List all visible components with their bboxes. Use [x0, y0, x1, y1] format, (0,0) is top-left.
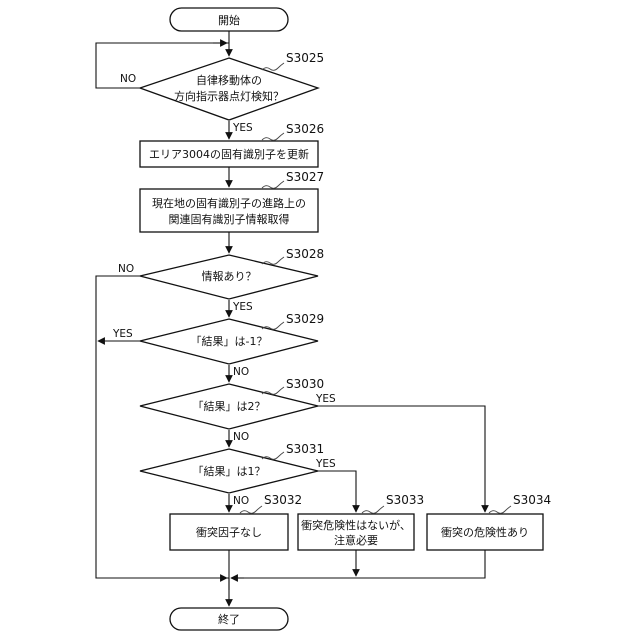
decision-s3030-label: 「結果」は2？ [193, 399, 266, 413]
step-label-s3031: S3031 [286, 442, 324, 456]
process-s3033: 衝突危険性はないが、 注意必要 [298, 514, 414, 550]
branch-no-3031: NO [233, 495, 249, 507]
flow-line [231, 550, 485, 578]
process-s3033-line1: 衝突危険性はないが、 [301, 518, 411, 532]
process-s3034-label: 衝突の危険性あり [441, 525, 529, 539]
decision-s3031-label: 「結果」は1？ [193, 464, 266, 478]
decision-s3029-label: 「結果」は-1？ [191, 334, 268, 348]
end-label: 終了 [218, 612, 240, 626]
start-label: 開始 [218, 13, 240, 27]
decision-s3025-line2: 方向指示器点灯検知？ [174, 89, 284, 103]
process-s3026: エリア3004の固有識別子を更新 [140, 141, 318, 167]
process-s3032-label: 衝突因子なし [196, 525, 262, 539]
branch-no-3025: NO [120, 73, 136, 85]
process-s3027: 現在地の固有識別子の進路上の 関連固有識別子情報取得 [140, 189, 318, 232]
flow-line-3031-yes [318, 471, 356, 512]
leader-s3033 [362, 506, 384, 513]
process-s3027-line1: 現在地の固有識別子の進路上の [152, 196, 306, 210]
step-label-s3032: S3032 [264, 493, 302, 507]
step-label-s3026: S3026 [286, 122, 324, 136]
branch-yes-3031: YES [315, 458, 336, 470]
process-s3034: 衝突の危険性あり [427, 514, 543, 550]
decision-s3025-line1: 自律移動体の [196, 73, 262, 87]
process-s3027-line2: 関連固有識別子情報取得 [169, 212, 290, 226]
leader-s3026 [262, 133, 284, 140]
leader-s3027 [262, 181, 284, 188]
step-label-s3034: S3034 [513, 493, 551, 507]
decision-s3028-label: 情報あり？ [202, 270, 257, 283]
branch-yes-3025: YES [232, 122, 253, 134]
step-label-s3028: S3028 [286, 247, 324, 261]
process-s3033-line2: 注意必要 [334, 533, 378, 547]
end-terminal: 終了 [170, 608, 288, 630]
step-label-s3027: S3027 [286, 170, 324, 184]
branch-no-3029: NO [233, 366, 249, 378]
branch-yes-3030: YES [315, 393, 336, 405]
process-s3026-label: エリア3004の固有識別子を更新 [149, 147, 309, 161]
leader-s3034 [489, 506, 511, 513]
decision-s3025: 自律移動体の 方向指示器点灯検知？ [140, 58, 318, 120]
step-label-s3025: S3025 [286, 51, 324, 65]
leader-s3032 [240, 506, 262, 513]
step-label-s3033: S3033 [386, 493, 424, 507]
branch-yes-3028: YES [232, 301, 253, 313]
branch-no-3028: NO [118, 263, 134, 275]
start-terminal: 開始 [170, 8, 288, 31]
decision-s3028: 情報あり？ [140, 255, 318, 299]
process-s3032: 衝突因子なし [170, 514, 288, 550]
branch-yes-3029: YES [112, 328, 133, 340]
step-label-s3030: S3030 [286, 377, 324, 391]
branch-no-3030: NO [233, 431, 249, 443]
step-label-s3029: S3029 [286, 312, 324, 326]
leader-s3025 [262, 63, 284, 70]
